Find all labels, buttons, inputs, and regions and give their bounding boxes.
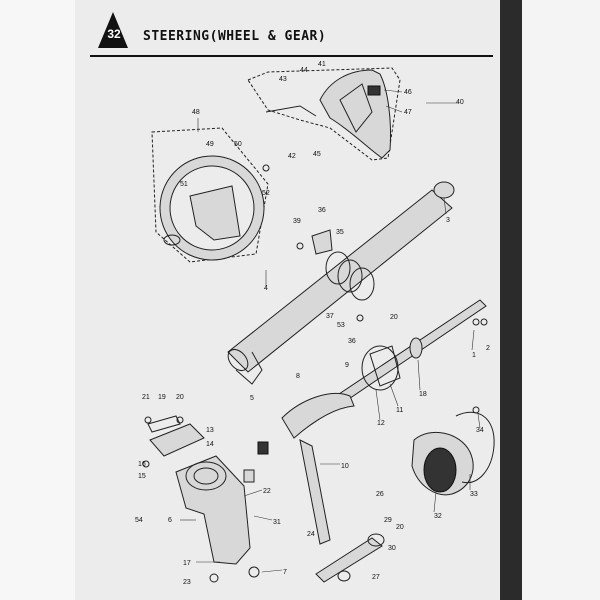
cover-plate <box>147 415 205 457</box>
callout-11: 11 <box>396 407 403 414</box>
callout-48: 48 <box>192 109 200 116</box>
callout-9: 9 <box>345 362 349 369</box>
callout-36b: 36 <box>348 338 356 345</box>
callout-3: 3 <box>446 217 450 224</box>
clamp-rings <box>311 229 375 301</box>
background-right <box>522 0 600 600</box>
callout-15: 15 <box>138 473 146 480</box>
callout-2: 2 <box>486 345 490 352</box>
callout-5: 5 <box>250 395 254 402</box>
callout-53: 53 <box>337 322 345 329</box>
fasteners <box>142 164 488 583</box>
steering-wheel <box>151 127 269 263</box>
page-number-badge <box>96 10 130 50</box>
callout-36a: 36 <box>318 207 326 214</box>
header-rule <box>90 55 493 57</box>
callout-33: 33 <box>470 491 478 498</box>
callout-4: 4 <box>264 285 268 292</box>
callout-49: 49 <box>206 141 214 148</box>
manual-page <box>75 0 500 600</box>
callout-34: 34 <box>476 427 484 434</box>
pitman-arm <box>315 533 385 583</box>
callout-29: 29 <box>384 517 392 524</box>
callout-26: 26 <box>376 491 384 498</box>
callout-20c: 20 <box>396 524 404 531</box>
callout-39: 39 <box>293 218 301 225</box>
callout-32: 32 <box>434 513 442 520</box>
callout-51: 51 <box>180 181 188 188</box>
callout-18: 18 <box>419 391 427 398</box>
callout-labels: 1 2 3 4 5 6 7 8 9 10 11 12 13 14 15 16 1… <box>135 61 490 586</box>
callout-20b: 20 <box>176 394 184 401</box>
callout-16: 16 <box>138 461 146 468</box>
callout-43: 43 <box>279 76 287 83</box>
callout-31: 31 <box>273 519 281 526</box>
exploded-parts-diagram: 1 2 3 4 5 6 7 8 9 10 11 12 13 14 15 16 1… <box>135 61 495 586</box>
callout-13: 13 <box>206 427 214 434</box>
callout-19: 19 <box>158 394 166 401</box>
callout-47: 47 <box>404 109 412 116</box>
callout-37: 37 <box>326 313 334 320</box>
background-left <box>0 0 75 600</box>
callout-45: 45 <box>313 151 321 158</box>
callout-44: 44 <box>300 67 308 74</box>
callout-24: 24 <box>307 531 315 538</box>
callout-7: 7 <box>283 569 287 576</box>
callout-17: 17 <box>183 560 191 567</box>
gear-housing <box>175 455 255 565</box>
callout-52: 52 <box>262 190 270 197</box>
callout-35: 35 <box>336 229 344 236</box>
callout-50: 50 <box>234 141 242 148</box>
callout-20a: 20 <box>390 314 398 321</box>
horn-pad-assembly <box>247 67 401 161</box>
mounting-flange <box>411 411 495 496</box>
page-title: STEERING(WHEEL & GEAR) <box>143 29 327 44</box>
callout-10: 10 <box>341 463 349 470</box>
column-tube <box>227 181 455 385</box>
callout-41: 41 <box>318 61 326 68</box>
callout-21: 21 <box>142 394 150 401</box>
callout-1: 1 <box>472 352 476 359</box>
callout-22: 22 <box>263 488 271 495</box>
callout-30: 30 <box>388 545 396 552</box>
callout-8: 8 <box>296 373 300 380</box>
callout-14: 14 <box>206 441 214 448</box>
page-number: 32 <box>107 27 121 41</box>
callout-23: 23 <box>183 579 191 586</box>
callout-40: 40 <box>456 99 464 106</box>
callout-12: 12 <box>377 420 385 427</box>
callout-6: 6 <box>168 517 172 524</box>
worm-gear <box>257 392 355 545</box>
callout-54: 54 <box>135 517 143 524</box>
callout-42: 42 <box>288 153 296 160</box>
leader-lines <box>180 89 481 573</box>
callout-27: 27 <box>372 574 380 581</box>
callout-46: 46 <box>404 89 412 96</box>
